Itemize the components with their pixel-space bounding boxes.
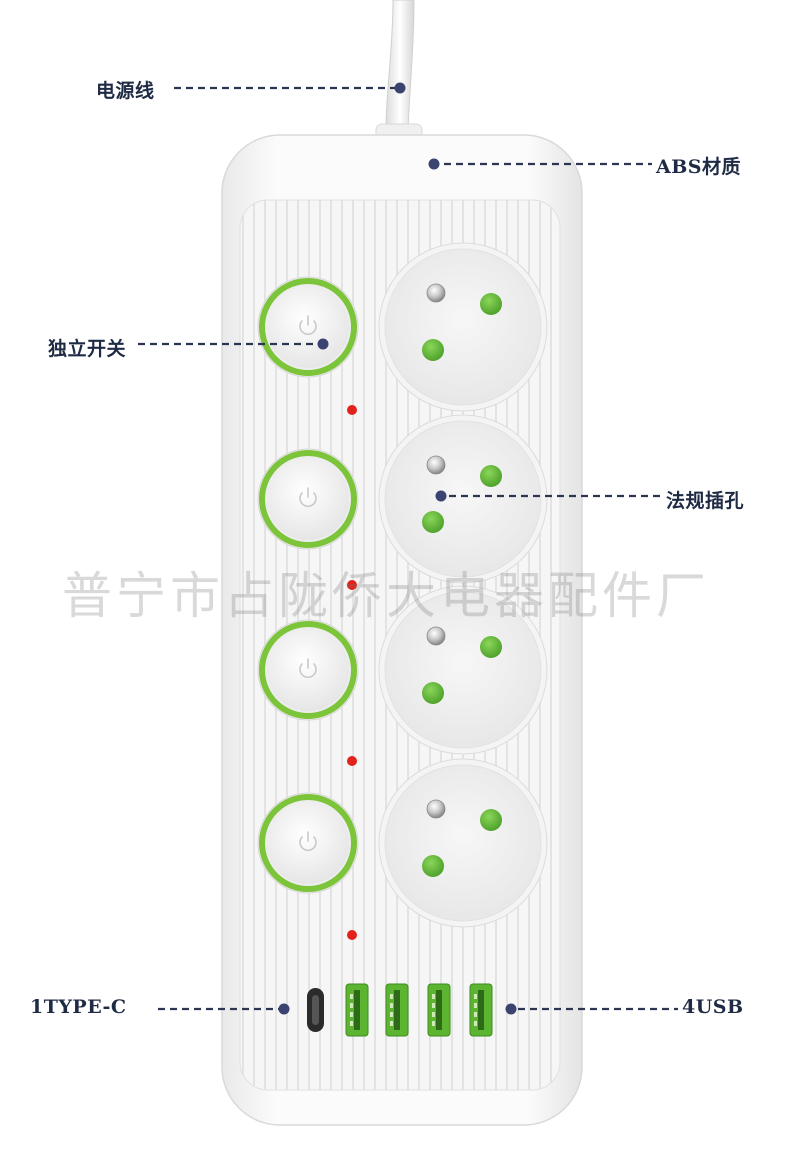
power-cord [385, 0, 415, 131]
usb-a-port[interactable] [345, 983, 369, 1037]
label-type-c: 1TYPE-C [30, 996, 127, 1018]
callout-dot [428, 158, 440, 170]
power-switch-button[interactable] [257, 619, 359, 721]
power-icon [299, 831, 317, 852]
callout-dot [505, 1003, 517, 1015]
earth-pin [426, 799, 446, 819]
french-socket-outlet[interactable] [378, 414, 548, 584]
usb-a-port[interactable] [427, 983, 451, 1037]
socket-hole [480, 809, 502, 831]
callout-dot [317, 338, 329, 350]
socket-hole [480, 465, 502, 487]
indicator-light [347, 756, 357, 766]
usb-c-port[interactable] [307, 988, 324, 1032]
socket-hole [422, 855, 444, 877]
indicator-light [347, 405, 357, 415]
french-socket-outlet[interactable] [378, 585, 548, 755]
power-icon [299, 487, 317, 508]
french-socket-outlet[interactable] [378, 242, 548, 412]
socket-hole [422, 339, 444, 361]
earth-pin [426, 626, 446, 646]
usb-a-port[interactable] [385, 983, 409, 1037]
label-usb: 4USB [682, 996, 744, 1018]
label-power-cord: 电源线 [96, 80, 155, 102]
socket-hole [422, 682, 444, 704]
power-icon [299, 658, 317, 679]
callout-dot [278, 1003, 290, 1015]
french-socket-outlet[interactable] [378, 758, 548, 928]
power-switch-button[interactable] [257, 276, 359, 378]
callout-dot [435, 490, 447, 502]
label-abs-material: ABS材质 [656, 156, 742, 178]
socket-hole [480, 293, 502, 315]
label-regulation-socket: 法规插孔 [666, 490, 745, 512]
callout-dot [394, 82, 406, 94]
socket-hole [422, 511, 444, 533]
earth-pin [426, 455, 446, 475]
earth-pin [426, 283, 446, 303]
indicator-light [347, 930, 357, 940]
power-switch-button[interactable] [257, 792, 359, 894]
power-switch-button[interactable] [257, 448, 359, 550]
indicator-light [347, 580, 357, 590]
label-independent-switch: 独立开关 [48, 338, 127, 360]
usb-a-port[interactable] [469, 983, 493, 1037]
power-icon [299, 315, 317, 336]
socket-hole [480, 636, 502, 658]
